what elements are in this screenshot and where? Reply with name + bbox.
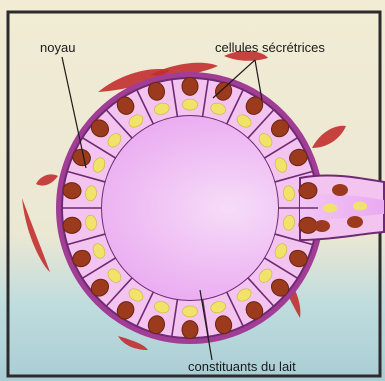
- nucleus: [182, 321, 198, 339]
- label-milk-constituents: constituants du lait: [188, 359, 296, 374]
- nucleus: [314, 220, 330, 232]
- nucleus: [332, 184, 348, 196]
- milk-droplet: [323, 204, 337, 213]
- label-secretory-cells: cellules sécrétrices: [215, 40, 325, 55]
- milk-droplet: [353, 202, 367, 211]
- milk-droplet: [183, 306, 198, 317]
- milk-droplet: [183, 99, 198, 110]
- nucleus: [182, 77, 198, 95]
- label-nucleus: noyau: [40, 40, 75, 55]
- nucleus: [347, 216, 363, 228]
